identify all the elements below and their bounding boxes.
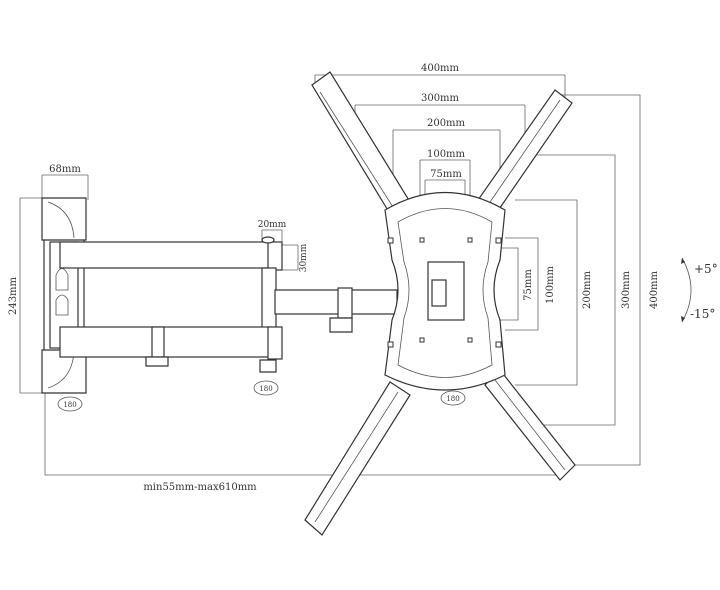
swivel-arm-label: 180 [259,385,272,393]
arm-end-height-label: 30mm [299,243,309,272]
rotation-arrows [57,257,692,412]
vesa-h-75-label: 75mm [430,169,462,180]
vesa-v-400-label: 400mm [649,270,660,309]
vesa-h-100-label: 100mm [427,149,466,160]
wall-plate-height-label: 243mm [8,276,19,315]
vesa-h-300-label: 300mm [421,93,460,104]
vesa-bracket [304,71,576,536]
tilt-up-label: +5° [694,262,718,276]
swivel-head-label: 180 [446,395,459,403]
swing-arms [59,236,398,373]
swivel-wall-label: 180 [63,401,76,409]
wall-plate-width-label: 68mm [49,164,81,175]
vesa-v-100-label: 100mm [545,265,556,304]
vesa-h-200-label: 200mm [427,118,466,129]
wall-plate [41,197,87,394]
tilt-down-label: -15° [690,307,715,321]
vesa-v-75-label: 75mm [523,269,534,301]
extension-label: min55mm-max610mm [143,482,257,493]
vesa-h-400-label: 400mm [421,63,460,74]
vesa-v-300-label: 300mm [621,270,632,309]
vesa-v-200-label: 200mm [582,270,593,309]
arm-end-width-label: 20mm [258,220,287,230]
